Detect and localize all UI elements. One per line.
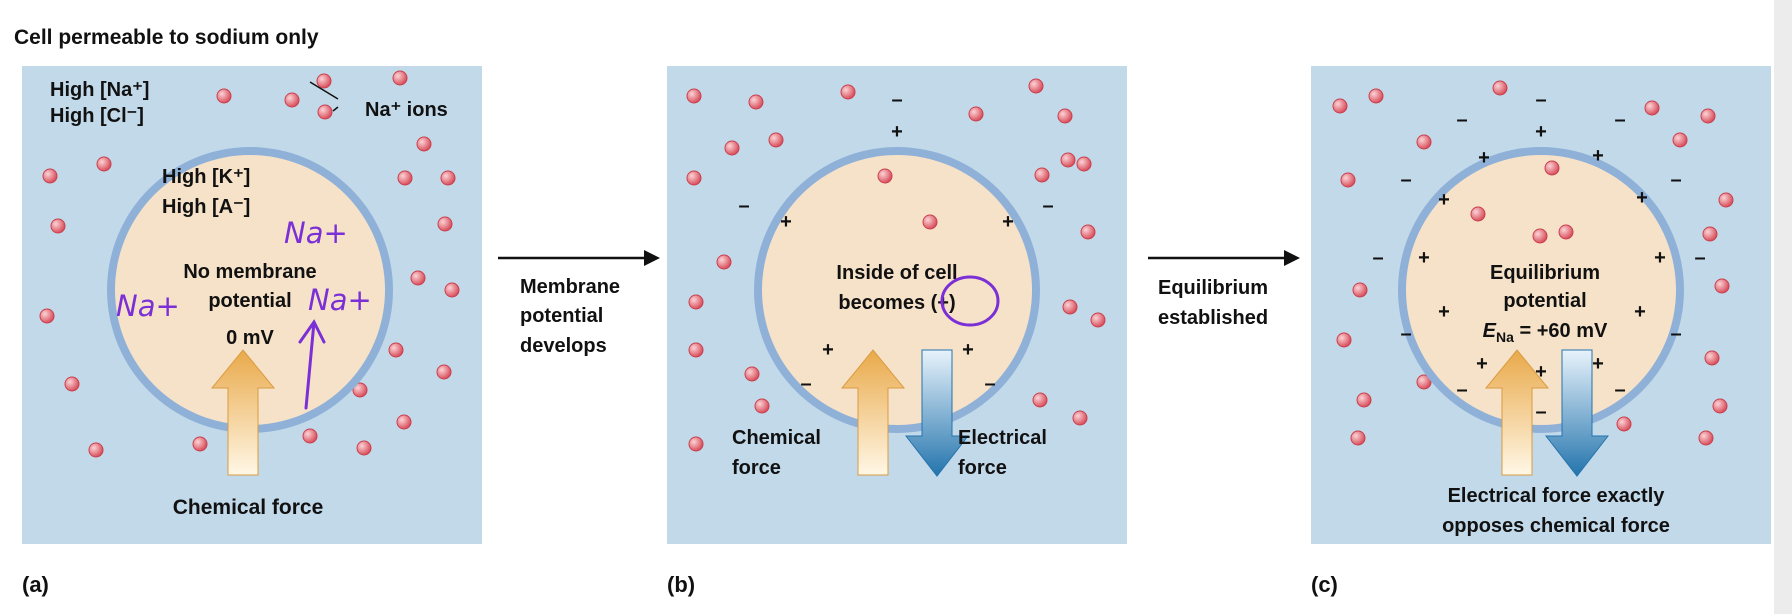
panel-b-center-line1: Inside of cell bbox=[836, 262, 957, 284]
svg-text:+: + bbox=[1592, 353, 1604, 375]
panel-b-membrane-charges: – + – + – + + – + – bbox=[738, 89, 1053, 395]
svg-text:–: – bbox=[1456, 379, 1467, 401]
transition-1-line2: potential bbox=[520, 305, 603, 327]
panel-b-letter: (b) bbox=[667, 572, 695, 597]
panel-c-cytoplasm bbox=[1406, 155, 1676, 425]
panel-c-chemical-arrow bbox=[1484, 349, 1550, 476]
panel-a-inside-k: High [K⁺] bbox=[162, 166, 250, 188]
panel-a-na-ions-label: Na⁺ ions bbox=[365, 99, 448, 121]
svg-text:–: – bbox=[1670, 169, 1681, 191]
panel-b-chemical-line1: Chemical bbox=[732, 427, 821, 449]
panel-a-annotation-na-3: Na+ bbox=[308, 283, 372, 317]
svg-text:+: + bbox=[1478, 147, 1490, 169]
svg-text:–: – bbox=[1535, 401, 1546, 423]
panel-a-annotation-arrow bbox=[298, 319, 326, 410]
svg-text:+: + bbox=[1438, 189, 1450, 211]
panel-c-inside-ions bbox=[1470, 160, 1574, 244]
panel-a-outside-na: High [Na⁺] bbox=[50, 79, 149, 101]
panel-c-center-line1: Equilibrium bbox=[1490, 262, 1600, 284]
svg-text:–: – bbox=[891, 89, 902, 111]
svg-text:–: – bbox=[1670, 323, 1681, 345]
panel-a-na-pointer-2 bbox=[332, 106, 339, 112]
panel-c-eq-subscript: Na bbox=[1496, 329, 1514, 345]
svg-text:–: – bbox=[1614, 109, 1625, 131]
panel-c-electrical-arrow bbox=[1544, 349, 1610, 477]
transition-1-line1: Membrane bbox=[520, 276, 620, 298]
panel-a-center-line2: potential bbox=[208, 290, 291, 312]
svg-text:+: + bbox=[1438, 301, 1450, 323]
panel-a-center-line1: No membrane bbox=[183, 261, 316, 283]
panel-b-chemical-arrow bbox=[840, 349, 906, 476]
panel-a-chemical-arrow bbox=[210, 349, 276, 476]
svg-text:–: – bbox=[1372, 247, 1383, 269]
svg-text:+: + bbox=[1592, 145, 1604, 167]
transition-1-line3: develops bbox=[520, 335, 607, 357]
svg-text:+: + bbox=[822, 339, 834, 361]
panel-a-center-line3: 0 mV bbox=[226, 327, 274, 349]
panel-c: – + – – + + – – + + – – + + + + – – + + … bbox=[1311, 66, 1771, 597]
svg-text:+: + bbox=[891, 121, 903, 143]
transition-2-line1: Equilibrium bbox=[1158, 277, 1268, 299]
panel-a-cytoplasm bbox=[115, 155, 385, 425]
panel-a: High [Na⁺] High [Cl⁻] Na⁺ ions High [K⁺]… bbox=[22, 66, 482, 597]
svg-text:+: + bbox=[1476, 353, 1488, 375]
svg-text:+: + bbox=[780, 211, 792, 233]
svg-text:+: + bbox=[1418, 247, 1430, 269]
panel-c-caption-line2: opposes chemical force bbox=[1442, 515, 1670, 537]
panel-b-cytoplasm bbox=[762, 155, 1032, 425]
svg-text:–: – bbox=[1614, 379, 1625, 401]
svg-text:–: – bbox=[1042, 195, 1053, 217]
svg-text:+: + bbox=[1636, 187, 1648, 209]
panel-c-eq-symbol: E bbox=[1483, 320, 1497, 342]
svg-text:–: – bbox=[1456, 109, 1467, 131]
panel-b-annotation-circle bbox=[940, 275, 1000, 327]
panel-b-center-line2: becomes (+) bbox=[838, 292, 955, 314]
panel-a-na-pointer-1 bbox=[309, 81, 339, 100]
panel-c-membrane-charges: – + – – + + – – + + – – + + + + – – + + … bbox=[1372, 89, 1705, 423]
panel-a-annotation-na-2: Na+ bbox=[116, 289, 180, 323]
panel-c-center-line2: potential bbox=[1503, 290, 1586, 312]
right-edge-strip bbox=[1774, 0, 1792, 614]
transition-1-arrow bbox=[644, 250, 660, 266]
panel-a-letter: (a) bbox=[22, 572, 49, 597]
panel-a-inside-a: High [A⁻] bbox=[162, 196, 250, 218]
panel-c-caption-line1: Electrical force exactly bbox=[1448, 485, 1666, 507]
svg-text:–: – bbox=[1400, 169, 1411, 191]
panel-c-ions bbox=[1332, 80, 1734, 446]
transition-2: Equilibrium established bbox=[1148, 250, 1300, 329]
svg-text:–: – bbox=[1535, 89, 1546, 111]
figure-heading: Cell permeable to sodium only bbox=[14, 26, 319, 49]
svg-text:–: – bbox=[984, 373, 995, 395]
svg-text:+: + bbox=[1634, 301, 1646, 323]
panel-a-outside-cl: High [Cl⁻] bbox=[50, 105, 144, 127]
panel-a-annotation-na-1: Na+ bbox=[284, 216, 348, 250]
svg-text:–: – bbox=[1400, 323, 1411, 345]
panel-b-inside-ions bbox=[877, 168, 938, 230]
transition-2-line2: established bbox=[1158, 307, 1268, 329]
svg-text:–: – bbox=[800, 373, 811, 395]
panel-a-ions bbox=[39, 70, 460, 458]
panel-c-eq-value: = +60 mV bbox=[1514, 320, 1608, 342]
svg-text:+: + bbox=[962, 339, 974, 361]
panel-b-electrical-arrow bbox=[904, 349, 970, 477]
panel-c-letter: (c) bbox=[1311, 572, 1338, 597]
svg-text:+: + bbox=[1535, 361, 1547, 383]
panel-a-chemical-label: Chemical force bbox=[173, 496, 324, 519]
transition-2-arrow bbox=[1284, 250, 1300, 266]
panel-c-equation: ENa = +60 mV bbox=[1483, 320, 1608, 345]
panel-b: – + – + – + + – + – Inside of cell becom… bbox=[667, 66, 1127, 597]
svg-text:–: – bbox=[1694, 247, 1705, 269]
panel-b-chemical-line2: force bbox=[732, 457, 781, 479]
panel-b-electrical-line2: force bbox=[958, 457, 1007, 479]
svg-text:–: – bbox=[738, 195, 749, 217]
svg-text:+: + bbox=[1654, 247, 1666, 269]
panel-b-electrical-line1: Electrical bbox=[958, 427, 1047, 449]
transition-1: Membrane potential develops bbox=[498, 250, 660, 357]
svg-text:+: + bbox=[1002, 211, 1014, 233]
svg-text:+: + bbox=[1535, 121, 1547, 143]
